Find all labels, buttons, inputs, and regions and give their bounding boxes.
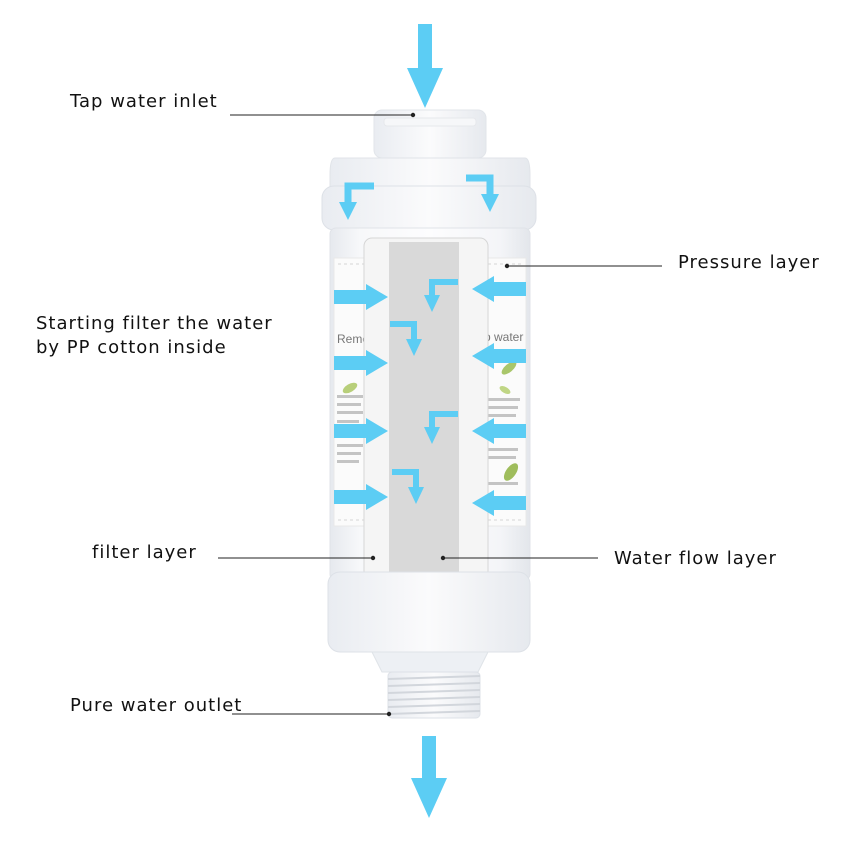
outlet-arrow-icon bbox=[411, 736, 447, 818]
pp-cotton-core bbox=[389, 242, 459, 576]
inflow-arrow-icon bbox=[472, 418, 526, 444]
right-inflow-arrows bbox=[472, 276, 526, 516]
label-starting-filter-line1: Starting filter the water bbox=[36, 313, 273, 334]
housing-top bbox=[321, 157, 537, 231]
filter-cartridge bbox=[363, 237, 489, 587]
housing-bottom bbox=[327, 571, 531, 719]
inflow-arrow-icon bbox=[334, 284, 388, 310]
inflow-arrow-icon bbox=[472, 276, 526, 302]
inflow-arrow-icon bbox=[334, 418, 388, 444]
inner-bent-arrow-icon bbox=[390, 321, 417, 342]
inner-flow-arrows bbox=[390, 279, 458, 490]
label-tap-water-inlet: Tap water inlet bbox=[70, 91, 218, 112]
label-starting-filter-line2: by PP cotton inside bbox=[36, 337, 227, 358]
inflow-arrow-icon bbox=[334, 484, 388, 510]
inner-bent-arrow-icon bbox=[429, 411, 458, 430]
label-pure-water-outlet: Pure water outlet bbox=[70, 695, 243, 716]
label-filter-layer: filter layer bbox=[92, 542, 197, 563]
shoulder-right-arrow-icon bbox=[466, 174, 494, 198]
sticker-fine-print bbox=[337, 395, 520, 485]
inlet-cap bbox=[373, 109, 487, 159]
sticker-text-right: p water bbox=[484, 330, 523, 344]
leader-lines bbox=[218, 114, 662, 715]
label-pressure-layer: Pressure layer bbox=[678, 252, 820, 273]
inner-bent-arrow-icon bbox=[392, 469, 419, 490]
inflow-arrow-icon bbox=[472, 490, 526, 516]
inner-bent-arrow-icon bbox=[429, 279, 458, 298]
inlet-arrow-icon bbox=[407, 24, 443, 108]
inflow-arrow-icon bbox=[334, 350, 388, 376]
inflow-arrow-icon bbox=[472, 343, 526, 369]
left-inflow-arrows bbox=[334, 284, 388, 510]
shoulder-left-arrow-icon bbox=[344, 182, 374, 206]
label-water-flow-layer: Water flow layer bbox=[614, 548, 777, 569]
